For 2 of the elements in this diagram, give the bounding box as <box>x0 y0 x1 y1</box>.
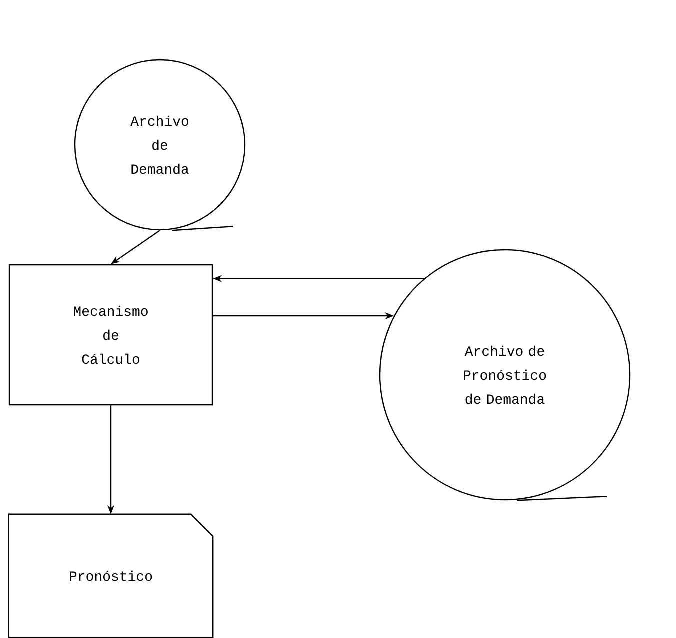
document-card: Pronóstico <box>8 514 214 638</box>
process-box: Mecanismo de Cálculo <box>8 264 214 406</box>
